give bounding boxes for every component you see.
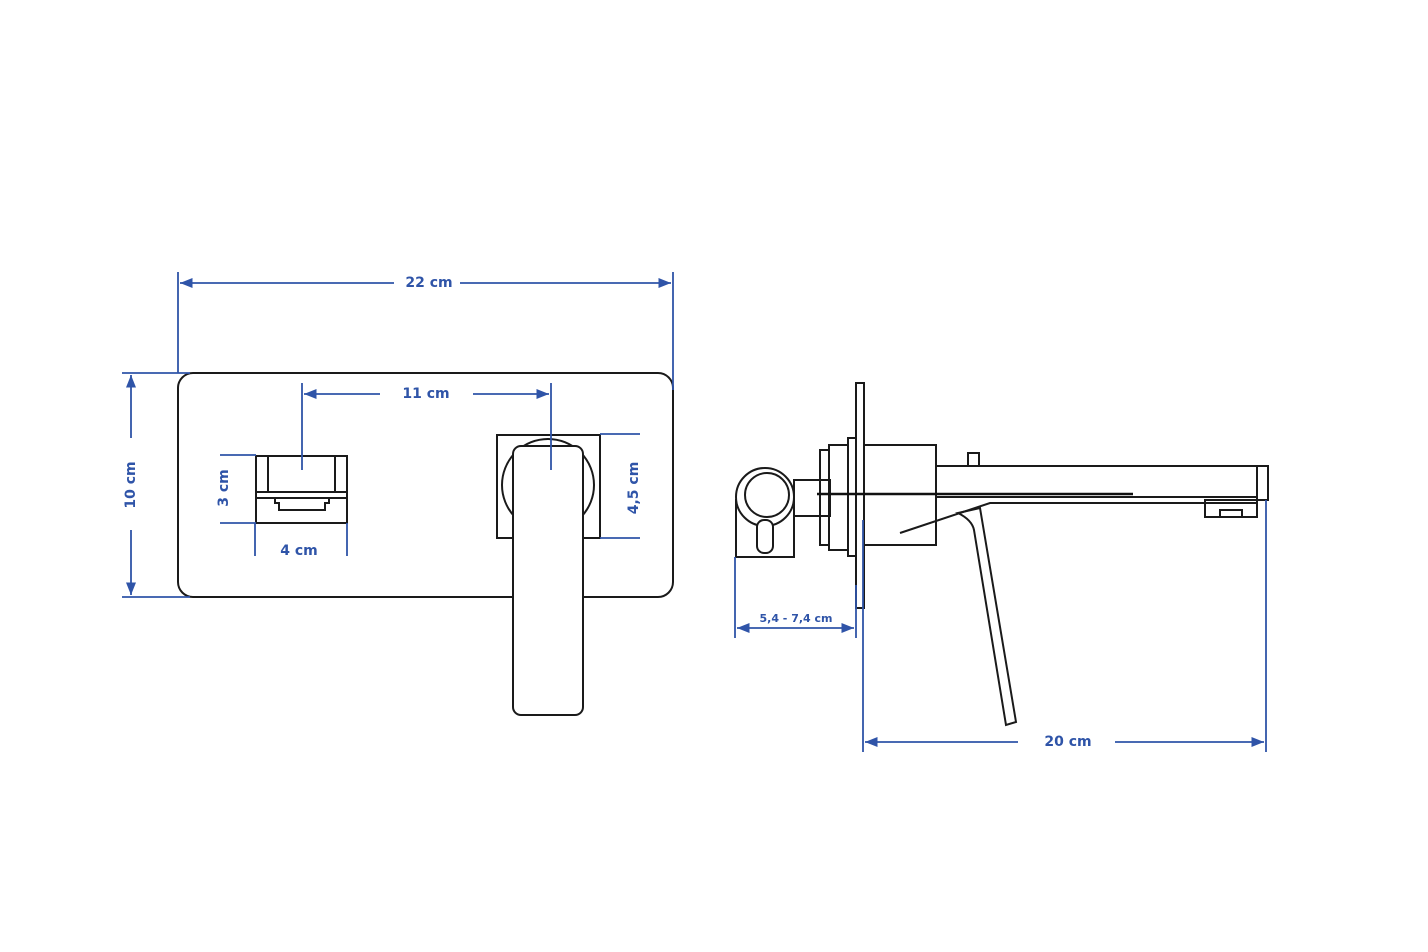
mixer-handle (496, 434, 601, 716)
handle-plate-label: 4,5 cm (626, 462, 642, 515)
valve-body (735, 437, 857, 558)
dimension-width: 22 cm (177, 272, 674, 390)
dimension-handle-plate: 4,5 cm (600, 433, 642, 539)
side-view: 5,4 - 7,4 cm 20 cm (734, 382, 1269, 752)
dimension-spacing: 11 cm (301, 383, 552, 470)
wall-plate (177, 372, 674, 598)
outlet-width-label: 4 cm (280, 543, 318, 559)
height-label: 10 cm (123, 461, 139, 508)
spout-length-label: 20 cm (1044, 734, 1091, 750)
wall-depth-label: 5,4 - 7,4 cm (759, 612, 832, 625)
width-label: 22 cm (405, 275, 452, 291)
dimension-height: 10 cm (122, 372, 190, 598)
lever (955, 506, 1018, 727)
dimension-outlet-height: 3 cm (216, 454, 256, 524)
dimension-spout-length: 20 cm (862, 500, 1267, 752)
dimension-wall-depth: 5,4 - 7,4 cm (734, 557, 857, 638)
dimension-outlet-width: 4 cm (254, 523, 348, 559)
front-view: 22 cm 10 cm 11 cm 3 cm 4 cm (122, 272, 674, 716)
outlet-height-label: 3 cm (216, 469, 232, 507)
spacing-label: 11 cm (402, 386, 449, 402)
spout (817, 444, 1269, 546)
